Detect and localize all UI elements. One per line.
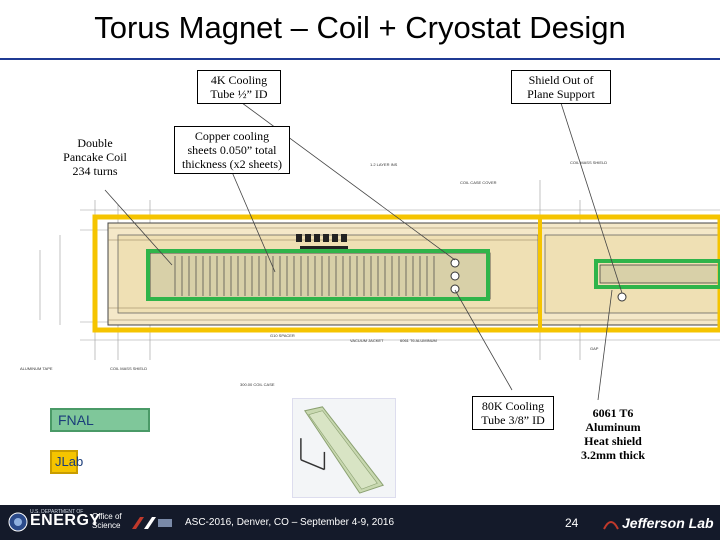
conference-label: ASC-2016, Denver, CO – September 4-9, 20… xyxy=(185,517,395,528)
doe-seal-icon xyxy=(8,512,28,532)
doe-office-label: Office of Science xyxy=(92,512,122,530)
jefferson-lab-label: Jefferson Lab xyxy=(622,515,714,531)
callout-80k-cooling-tube-text: 80K Cooling Tube 3/8” ID xyxy=(481,399,545,427)
svg-text:1.2 LAYER INS: 1.2 LAYER INS xyxy=(370,162,398,167)
slide-title: Torus Magnet – Coil + Cryostat Design xyxy=(94,10,626,45)
jlab-logo-icon xyxy=(603,521,619,530)
coil-thumbnail xyxy=(292,398,396,498)
svg-text:COIL CASE COVER: COIL CASE COVER xyxy=(460,180,497,185)
svg-text:VACUUM JACKET: VACUUM JACKET xyxy=(350,338,384,343)
callout-heat-shield: 6061 T6 Aluminum Heat shield 3.2mm thick xyxy=(572,404,654,464)
callout-copper-sheets-text: Copper cooling sheets 0.050” total thick… xyxy=(182,129,282,171)
svg-text:COIL MASS SHIELD: COIL MASS SHIELD xyxy=(110,366,147,371)
title-rule xyxy=(0,58,720,60)
callout-4k-cooling-tube-text: 4K Cooling Tube ½” ID xyxy=(210,73,268,101)
callout-80k-cooling-tube: 80K Cooling Tube 3/8” ID xyxy=(472,396,554,430)
doe-energy-label: ENERGY xyxy=(30,512,101,529)
svg-text:GAP: GAP xyxy=(590,346,599,351)
svg-text:300.00 COIL CASE: 300.00 COIL CASE xyxy=(240,382,275,387)
callout-double-pancake-coil-text: Double Pancake Coil 234 turns xyxy=(63,136,127,178)
page-number: 24 xyxy=(565,516,579,530)
doe-department-label: U.S. DEPARTMENT OF xyxy=(30,509,84,515)
callout-double-pancake-coil: Double Pancake Coil 234 turns xyxy=(52,134,138,180)
coil-cryostat-drawing: 1.2 LAYER INS COIL CASE COVER COIL MASS … xyxy=(20,99,720,400)
svg-text:COIL MASS SHIELD: COIL MASS SHIELD xyxy=(570,160,607,165)
callout-heat-shield-text: 6061 T6 Aluminum Heat shield 3.2mm thick xyxy=(581,406,645,462)
jsa-logo-icon xyxy=(130,516,174,530)
callout-4k-cooling-tube: 4K Cooling Tube ½” ID xyxy=(197,70,281,104)
svg-text:G10 SPACER: G10 SPACER xyxy=(270,333,295,338)
fnal-badge: FNAL xyxy=(50,408,150,432)
callout-copper-sheets: Copper cooling sheets 0.050” total thick… xyxy=(174,126,290,174)
callout-shield-support-text: Shield Out of Plane Support xyxy=(527,73,595,101)
svg-text:6061 T6 ALUMINUM: 6061 T6 ALUMINUM xyxy=(400,338,437,343)
footer-bar: U.S. DEPARTMENT OF ENERGY Office of Scie… xyxy=(0,505,720,540)
svg-text:ALUMINUM TAPE: ALUMINUM TAPE xyxy=(20,366,53,371)
jlab-badge: JLab xyxy=(50,450,83,474)
callout-shield-support: Shield Out of Plane Support xyxy=(511,70,611,104)
